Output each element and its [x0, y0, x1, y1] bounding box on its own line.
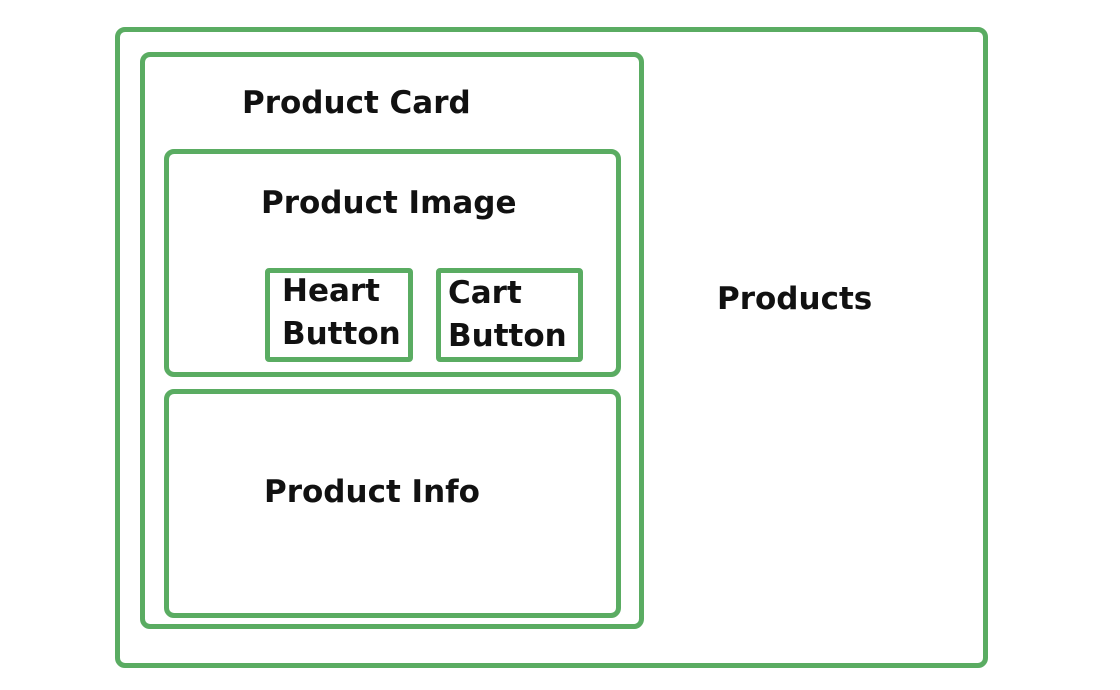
products-label: Products: [717, 281, 873, 317]
heart-button-box: [265, 268, 413, 362]
heart-button-label: Heart Button: [282, 273, 401, 352]
cart-button-label: Cart Button: [448, 275, 567, 354]
product-card-label: Product Card: [242, 85, 471, 121]
products-box: [115, 27, 988, 668]
product-info-label: Product Info: [264, 474, 480, 510]
product-image-label: Product Image: [261, 185, 517, 221]
cart-button-box: [436, 268, 583, 362]
product-image-box: [164, 149, 621, 377]
product-info-box: [164, 389, 621, 618]
product-card-box: [140, 52, 644, 629]
